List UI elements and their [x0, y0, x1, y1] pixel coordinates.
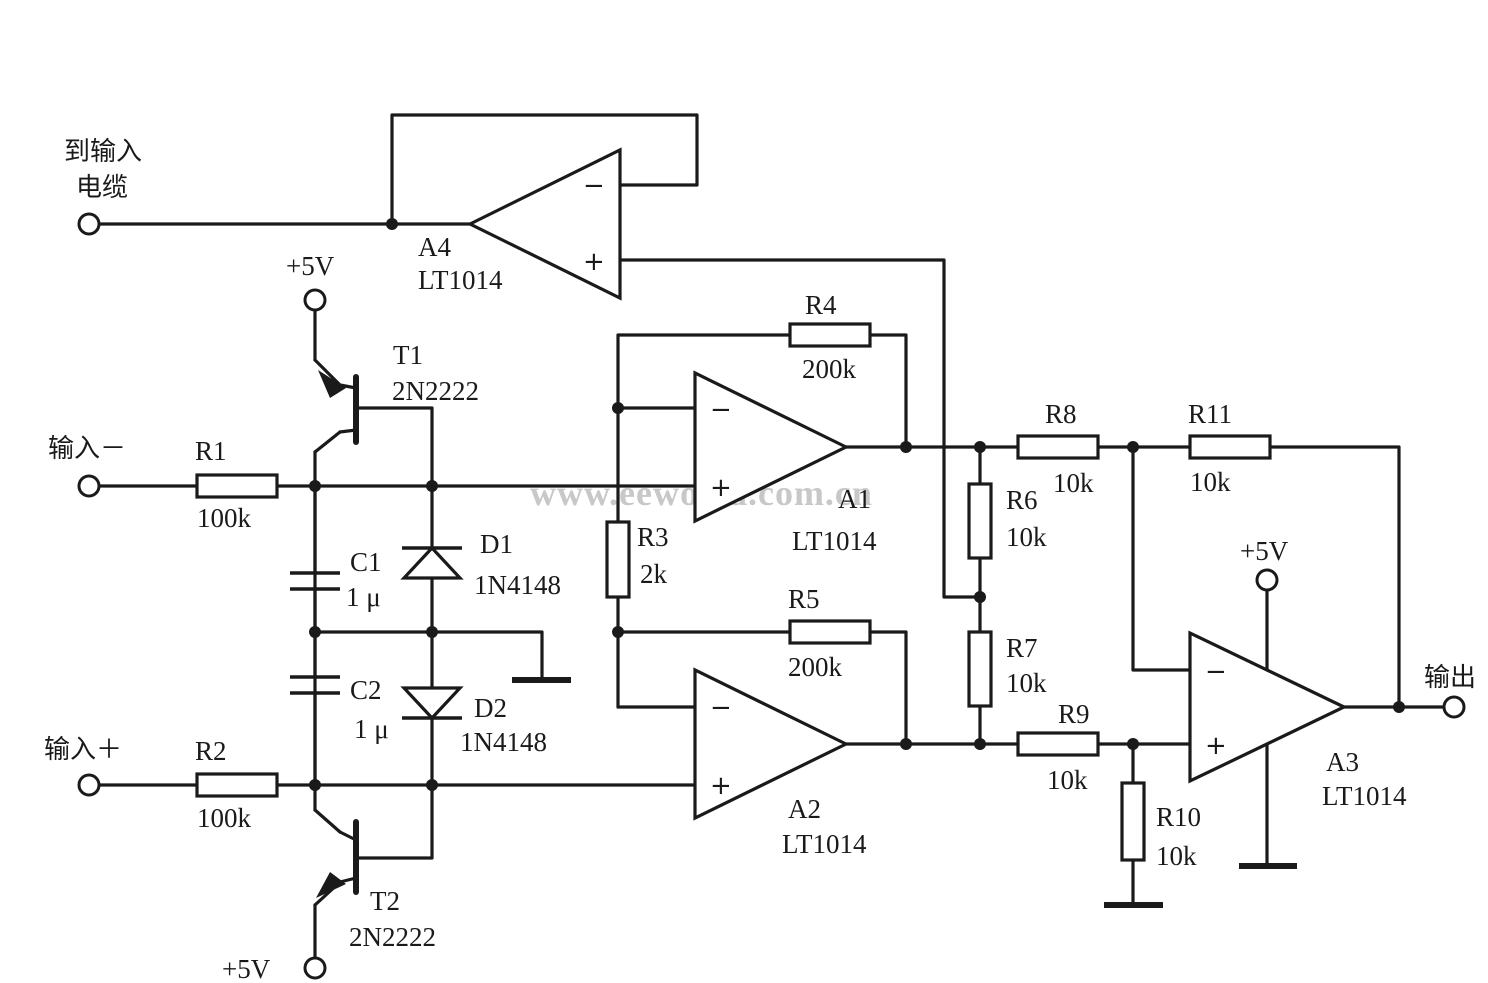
cable-label-line2: 电缆	[76, 173, 128, 203]
r4-ref: R4	[805, 290, 837, 320]
a1-plus-sign: +	[710, 473, 732, 503]
d2-ref: D2	[474, 693, 507, 723]
r7-ref: R7	[1006, 633, 1038, 663]
capacitor-c2	[290, 675, 340, 695]
resistor-r5	[788, 619, 872, 645]
a3-plus-sign: +	[1205, 731, 1227, 761]
a4-plus-sign: +	[583, 247, 605, 277]
r1-ref: R1	[195, 436, 227, 466]
input-pos-label: 输入＋	[44, 735, 122, 765]
r5-value: 200k	[788, 652, 843, 682]
output-label: 输出	[1424, 663, 1476, 693]
a2-minus-sign: −	[710, 693, 732, 723]
a2-plus-sign: +	[710, 771, 732, 801]
resistor-r9	[1016, 731, 1100, 757]
c2-ref: C2	[350, 675, 382, 705]
transistor-t1	[318, 370, 359, 445]
a2-ref: A2	[788, 794, 821, 824]
terminal-t1-supply[interactable]	[303, 288, 327, 312]
t2-ref: T2	[370, 886, 400, 916]
r3-value: 2k	[640, 559, 668, 589]
input-neg-label: 输入－	[48, 434, 126, 464]
r9-ref: R9	[1058, 699, 1090, 729]
r8-ref: R8	[1045, 399, 1077, 429]
a3-supply-label: +5V	[1240, 536, 1289, 566]
resistor-r6	[967, 482, 993, 560]
a4-ref: A4	[418, 232, 451, 262]
a3-ref: A3	[1326, 747, 1359, 777]
r8-value: 10k	[1053, 468, 1094, 498]
junctions	[309, 218, 1405, 791]
d1-ref: D1	[480, 529, 513, 559]
r10-ref: R10	[1156, 802, 1201, 832]
terminal-t2-supply[interactable]	[303, 956, 327, 980]
opamp-a1	[693, 370, 850, 524]
r2-value: 100k	[197, 803, 252, 833]
opamp-a2	[693, 667, 850, 821]
wires	[98, 113, 1445, 960]
a3-part: LT1014	[1322, 781, 1407, 811]
cable-label-line1: 到输入	[64, 137, 142, 167]
diode-d2	[400, 686, 464, 721]
resistor-r11	[1188, 434, 1272, 460]
resistor-r2	[195, 772, 279, 798]
terminal-output[interactable]	[1442, 695, 1466, 719]
a4-part: LT1014	[418, 265, 503, 295]
r3-ref: R3	[637, 522, 669, 552]
r9-value: 10k	[1047, 765, 1088, 795]
c1-value: 1 μ	[346, 582, 381, 612]
resistor-r1	[195, 473, 279, 499]
c1-ref: C1	[350, 547, 382, 577]
transistor-t2	[316, 819, 359, 898]
resistor-r10	[1120, 781, 1146, 862]
r1-value: 100k	[197, 503, 252, 533]
r2-ref: R2	[195, 736, 227, 766]
a3-minus-sign: −	[1205, 657, 1227, 687]
r6-value: 10k	[1006, 522, 1047, 552]
t1-ref: T1	[393, 340, 423, 370]
a4-minus-sign: −	[583, 171, 605, 201]
terminal-cable[interactable]	[77, 212, 101, 236]
t1-supply-label: +5V	[286, 251, 335, 281]
a1-ref: A1	[838, 484, 871, 514]
resistor-r4	[788, 322, 872, 348]
capacitor-c1	[290, 571, 340, 591]
d2-part: 1N4148	[460, 727, 547, 757]
a1-part: LT1014	[792, 526, 877, 556]
terminal-a3-supply[interactable]	[1255, 568, 1279, 592]
r11-value: 10k	[1190, 467, 1231, 497]
t2-supply-label: +5V	[222, 954, 271, 983]
r11-ref: R11	[1188, 399, 1232, 429]
resistor-r8	[1016, 434, 1100, 460]
r6-ref: R6	[1006, 485, 1038, 515]
resistor-r3	[605, 520, 631, 599]
r7-value: 10k	[1006, 668, 1047, 698]
resistors	[195, 322, 1272, 862]
opamp-a3	[1188, 630, 1348, 784]
t2-part: 2N2222	[349, 922, 436, 952]
resistor-r7	[967, 630, 993, 708]
terminal-input-neg[interactable]	[77, 474, 101, 498]
t1-part: 2N2222	[392, 376, 479, 406]
r10-value: 10k	[1156, 841, 1197, 871]
terminal-input-pos[interactable]	[77, 773, 101, 797]
c2-value: 1 μ	[354, 714, 389, 744]
d1-part: 1N4148	[474, 570, 561, 600]
r5-ref: R5	[788, 584, 820, 614]
a1-minus-sign: −	[710, 395, 732, 425]
opamp-a4	[466, 147, 622, 301]
diode-d1	[400, 545, 464, 580]
a2-part: LT1014	[782, 829, 867, 859]
r4-value: 200k	[802, 354, 857, 384]
